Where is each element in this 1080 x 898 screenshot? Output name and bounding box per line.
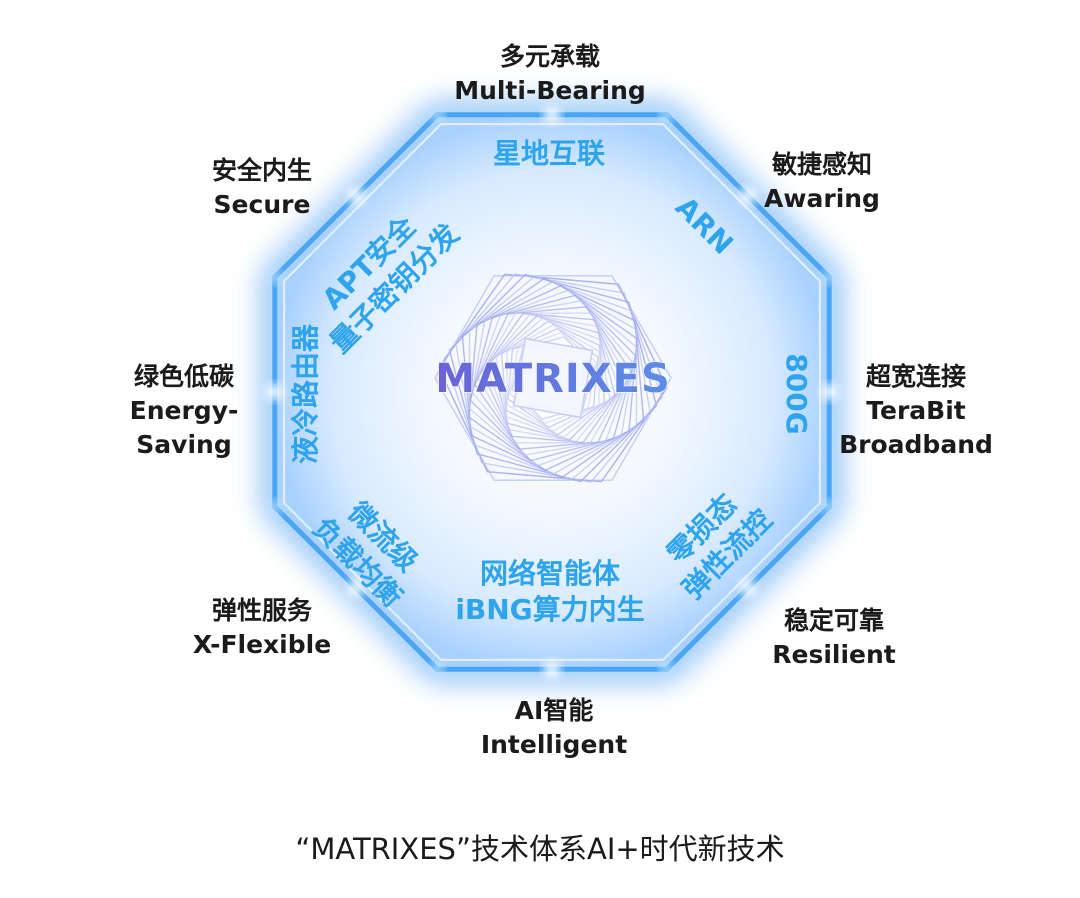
label-energy-saving-en-2: Saving — [136, 430, 232, 459]
label-terabit-en-2: Broadband — [839, 430, 993, 459]
label-terabit-cn: 超宽连接 — [865, 362, 967, 391]
hexagon-swirl-ring — [468, 284, 638, 472]
hexagon-swirl-ring — [500, 320, 606, 436]
edge-glow-dot — [544, 106, 560, 123]
hexagon-swirl-ring — [434, 275, 672, 481]
inner-label-satellite: 星地互联 — [464, 136, 634, 172]
vertex-glow-dot — [660, 108, 673, 121]
hexagon-swirl-ring — [469, 294, 637, 462]
hexagon-swirl-ring — [477, 312, 629, 444]
vertex-glow-dot — [268, 500, 281, 513]
inner-label-800g: 800G — [778, 334, 814, 454]
center-logo-text: MATRIXES — [435, 356, 671, 402]
label-x-flexible-cn: 弹性服务 — [211, 596, 312, 625]
hexagon-swirl-ring — [490, 315, 616, 441]
hexagon-swirl-ring — [474, 306, 632, 450]
vertex-glow-dot — [823, 271, 836, 284]
hexagon-swirl-ring — [511, 336, 595, 420]
label-terabit-broadband: 超宽连接 TeraBit Broadband — [839, 360, 993, 462]
hexagon-swirl-ring — [471, 300, 635, 456]
label-secure-en: Secure — [213, 190, 311, 219]
label-multi-bearing: 多元承载 Multi-Bearing — [454, 40, 646, 108]
label-energy-saving-cn: 绿色低碳 — [133, 362, 235, 391]
hexagon-center-grid — [512, 337, 594, 419]
edge-glow-dot — [266, 384, 283, 400]
label-energy-saving-en-1: Energy- — [129, 396, 239, 425]
label-secure: 安全内生 Secure — [212, 154, 312, 222]
label-multi-bearing-en: Multi-Bearing — [454, 76, 646, 105]
hexagon-swirl-ring — [507, 327, 599, 429]
hexagon-swirl-ring — [509, 331, 597, 425]
inner-label-agent-line2: iBNG算力内生 — [455, 593, 645, 626]
label-intelligent-cn: AI智能 — [514, 696, 594, 725]
label-awaring: 敏捷感知 Awaring — [764, 148, 880, 216]
label-resilient-en: Resilient — [772, 640, 896, 669]
label-intelligent: AI智能 Intelligent — [481, 694, 627, 762]
label-awaring-en: Awaring — [764, 184, 880, 213]
figure-caption: “MATRIXES”技术体系AI+时代新技术 — [295, 832, 785, 866]
edge-glow-dot — [348, 188, 365, 205]
edge-glow-dot — [739, 579, 756, 596]
edge-glow-dot — [348, 579, 365, 596]
label-intelligent-en: Intelligent — [480, 730, 628, 759]
vertex-glow-dot — [660, 663, 673, 676]
vertex-glow-dot — [823, 500, 836, 513]
label-multi-bearing-cn: 多元承载 — [499, 42, 600, 71]
vertex-glow-dots — [266, 106, 838, 678]
vertex-glow-dot — [431, 663, 444, 676]
octagon-edge-highlight — [283, 123, 821, 661]
vertex-glow-dot — [268, 271, 281, 284]
label-resilient: 稳定可靠 Resilient — [772, 604, 896, 672]
label-x-flexible-en: X-Flexible — [192, 630, 332, 659]
hexagon-swirl-ring — [443, 273, 663, 483]
hexagon-swirl-ring — [495, 317, 611, 439]
hexagon-swirl-ring — [461, 277, 645, 479]
hexagon-swirl-ring — [454, 275, 652, 481]
hexagon-swirl-ring — [448, 273, 658, 483]
hexagon-swirl-ring — [506, 323, 600, 433]
label-resilient-cn: 稳定可靠 — [783, 606, 884, 635]
vertex-glow-dot — [431, 108, 444, 121]
hexagon-swirl-ring — [468, 280, 638, 476]
edge-glow-dot — [544, 661, 560, 678]
label-awaring-cn: 敏捷感知 — [771, 150, 872, 179]
center-hexagon-emblem — [434, 273, 672, 483]
hexagon-swirl-ring — [438, 273, 668, 483]
hexagon-swirl-ring — [485, 313, 621, 443]
label-energy-saving: 绿色低碳 Energy- Saving — [130, 360, 239, 462]
inner-label-agent-line1: 网络智能体 — [479, 557, 620, 590]
label-secure-cn: 安全内生 — [211, 156, 313, 185]
edge-glow-dot — [821, 384, 838, 400]
inner-label-800g-text: 800G — [780, 353, 813, 435]
label-x-flexible: 弹性服务 X-Flexible — [193, 594, 331, 662]
hexagon-swirl-ring — [481, 312, 625, 444]
hexagon-swirl-ring — [468, 289, 638, 467]
label-terabit-en-1: TeraBit — [866, 396, 966, 425]
inner-label-satellite-text: 星地互联 — [492, 137, 605, 170]
edge-glow-dot — [739, 188, 756, 205]
inner-label-agent: 网络智能体 iBNG算力内生 — [420, 556, 680, 628]
